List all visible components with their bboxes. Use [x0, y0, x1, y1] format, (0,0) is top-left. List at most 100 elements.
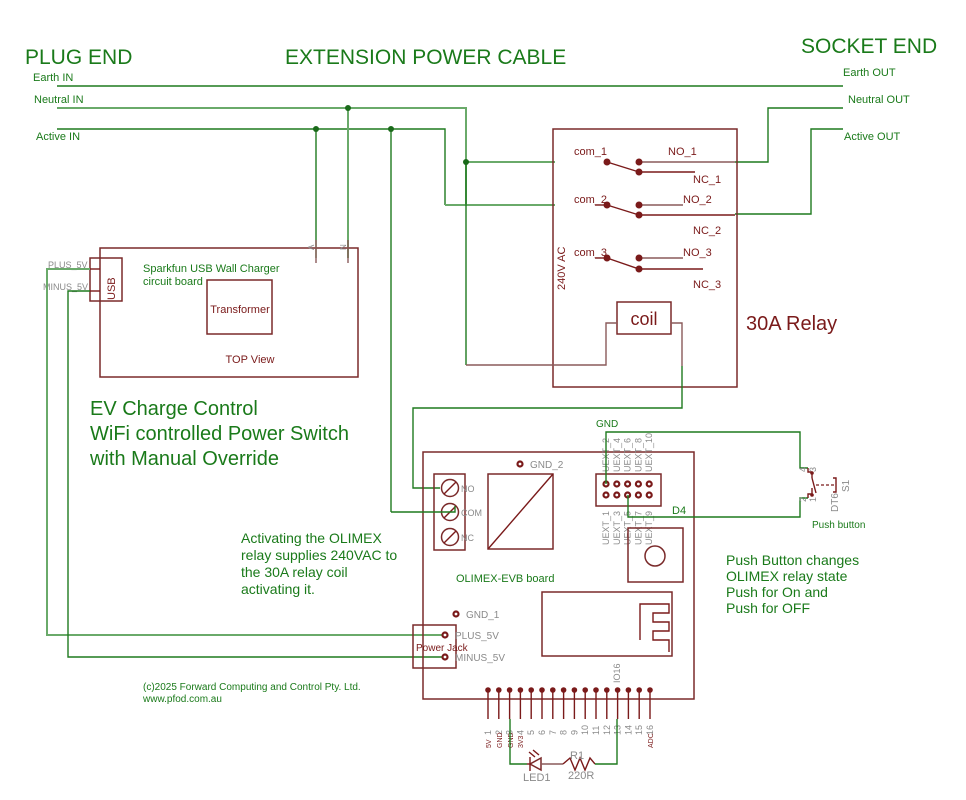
- coil-label: coil: [630, 309, 657, 329]
- uext-pad-bottom: [602, 491, 610, 499]
- uext-pad-top: [623, 480, 632, 488]
- com2-label: com_2: [574, 194, 607, 206]
- io16-label: IO16: [612, 663, 622, 683]
- gnd2-pad: [516, 460, 524, 468]
- resistor-value: 220R: [568, 770, 594, 782]
- header-pin-number: 6: [537, 730, 547, 735]
- header-pin-number: 1: [483, 730, 493, 735]
- olimex-relay-module: [487, 473, 554, 550]
- uext-pad-bottom: [645, 491, 653, 499]
- header-pin: [614, 687, 621, 693]
- resistor-icon: [562, 756, 596, 772]
- junction-active-2: [388, 126, 394, 132]
- led-icon: [527, 749, 563, 772]
- header-pin: [539, 687, 545, 693]
- header-pin-number: 5: [526, 730, 536, 735]
- uext-bottom-label: UEXT_3: [612, 511, 622, 545]
- gnd-net-wire: [605, 431, 808, 484]
- gnd1-label: GND_1: [466, 610, 500, 621]
- relay-box: [552, 128, 738, 388]
- nc2-label: NC_2: [693, 225, 721, 237]
- nc2-contact: [635, 211, 643, 219]
- relay-voltage-label: 240V AC: [556, 247, 568, 290]
- terminal-nc-label: NC: [461, 533, 474, 543]
- relay-note-line4: activating it.: [241, 581, 315, 597]
- gnd2-label: GND_2: [530, 460, 564, 471]
- heading-line1: EV Charge Control: [90, 398, 258, 420]
- terminal-no-label: NO: [461, 484, 475, 494]
- power-jack-box: [412, 624, 457, 669]
- heading-line2: WiFi controlled Power Switch: [90, 423, 349, 445]
- uext-pad-bottom: [634, 491, 643, 499]
- nc3-contact: [635, 265, 643, 273]
- switch2-blade: [606, 204, 640, 216]
- com-terminal-wire: [391, 506, 456, 513]
- usb-label: USB: [106, 277, 118, 300]
- led-gnd-wire: [509, 719, 527, 765]
- charger-view-label: TOP View: [226, 354, 275, 366]
- transformer-label: Transformer: [210, 304, 270, 316]
- header-pin: [550, 687, 556, 693]
- footer-copyright: (c)2025 Forward Computing and Control Pt…: [143, 682, 361, 693]
- header-pin-number: 12: [602, 725, 612, 735]
- button-note-line1: Push Button changes: [726, 552, 859, 568]
- plug-end-title: PLUG END: [25, 46, 132, 69]
- header-pin: [571, 687, 578, 693]
- earth-out-label: Earth OUT: [843, 67, 896, 79]
- board-button-circle: [644, 545, 666, 567]
- switch1-blade: [606, 161, 640, 173]
- button-pin-1: 1: [808, 497, 818, 502]
- header-pin: [636, 687, 642, 693]
- uext-pad-top: [634, 480, 643, 488]
- header-pin-name: 3V3: [518, 735, 525, 748]
- header-pin-number: 7: [548, 730, 558, 735]
- relay-module-diagonal: [487, 473, 554, 550]
- olimex-board-label: OLIMEX-EVB board: [456, 573, 554, 585]
- usb-minus-label: MINUS_5V: [43, 282, 88, 292]
- header-pin: [528, 687, 534, 693]
- header-pin-number: 15: [634, 725, 644, 735]
- no1-label: NO_1: [668, 146, 697, 158]
- neutral-out-label: Neutral OUT: [848, 94, 910, 106]
- header-pin: [593, 687, 599, 693]
- coil-lead-right: [671, 322, 683, 366]
- uext-top-label: UEXT_10: [644, 433, 654, 472]
- header-pin-name: GND: [508, 732, 515, 748]
- no2-contact: [635, 201, 643, 209]
- uext-pad-bottom: [613, 491, 621, 499]
- header-pin-number: 10: [580, 725, 590, 735]
- button-pin-2: 2: [798, 497, 808, 502]
- header-pin: [647, 687, 653, 693]
- com1-label: com_1: [574, 146, 607, 158]
- junction-active-1: [313, 126, 319, 132]
- minus-5v-label: MINUS_5V: [455, 653, 505, 664]
- com3-label: com_3: [574, 247, 607, 259]
- neutral-out-wire: [735, 107, 843, 163]
- uext-top-label: UEXT_6: [623, 438, 633, 472]
- footer-url: www.pfod.com.au: [142, 694, 222, 705]
- uext-top-label: UEXT_4: [612, 438, 622, 472]
- cable-title: EXTENSION POWER CABLE: [285, 46, 566, 69]
- com3-contact: [603, 254, 611, 262]
- no1-contact: [635, 158, 643, 166]
- header-pin-number: 8: [559, 730, 569, 735]
- earth-in-label: Earth IN: [33, 72, 73, 84]
- header-pin: [560, 687, 567, 693]
- header-pin-name: 5V: [486, 739, 493, 748]
- charger-box: [99, 247, 359, 378]
- junction-active-3: [463, 159, 469, 165]
- uext-pad-top: [645, 480, 653, 488]
- header-pin: [485, 687, 491, 693]
- button-pin-4: 4: [798, 467, 808, 472]
- wifi-module: [541, 591, 673, 657]
- com2-contact: [603, 201, 611, 209]
- button-note-line2: OLIMEX relay state: [726, 568, 848, 584]
- plus-5v-wire: [46, 268, 445, 636]
- no2-label: NO_2: [683, 194, 712, 206]
- minus-5v-wire: [67, 290, 445, 658]
- push-button-label: Push button: [812, 520, 865, 531]
- relay-note-line3: the 30A relay coil: [241, 564, 348, 580]
- junction-neutral: [345, 105, 351, 111]
- plus-5v-pad: [441, 631, 449, 639]
